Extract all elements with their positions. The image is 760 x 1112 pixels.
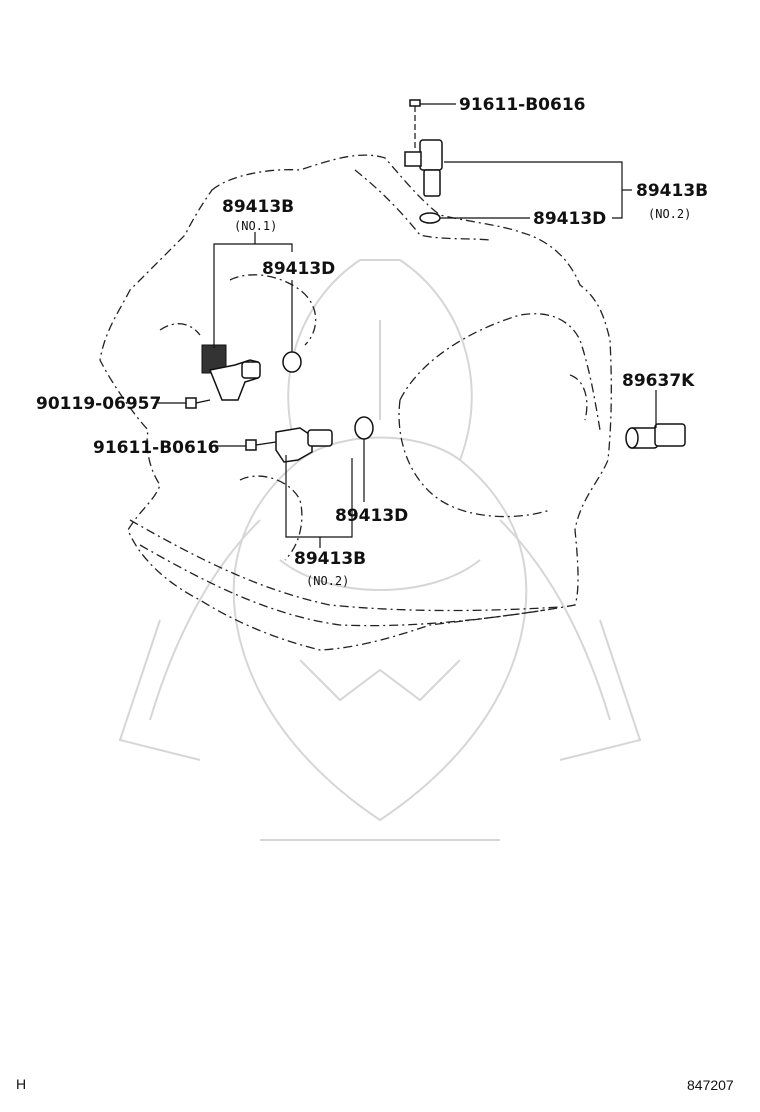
left-speed-sensor-no1 (201, 344, 302, 401)
label-left-oring: 89413D (262, 259, 335, 279)
label-mid-sensor: 89413B (294, 549, 366, 569)
label-mid-sensor-sub: (NO.2) (306, 574, 349, 588)
label-mid-bolt: 91611-B0616 (93, 438, 219, 458)
right-pressure-switch (625, 423, 686, 449)
left-bolt (185, 397, 211, 409)
label-top-sensor: 89413B (636, 181, 708, 201)
leader-lines (158, 103, 657, 548)
label-mid-oring: 89413D (335, 506, 408, 526)
label-right-switch: 89637K (622, 371, 695, 391)
label-top-bolt: 91611-B0616 (459, 95, 585, 115)
footer-left-mark: H (16, 1076, 26, 1092)
watermark-emblem (118, 259, 642, 841)
label-left-sensor: 89413B (222, 197, 294, 217)
label-left-sensor-sub: (NO.1) (234, 219, 277, 233)
label-top-oring: 89413D (533, 209, 606, 229)
label-left-bolt: 90119-06957 (36, 394, 161, 414)
label-top-sensor-sub: (NO.2) (648, 207, 691, 221)
part-labels: 91611-B0616 89413B (NO.2) 89413D 89413B … (36, 95, 708, 588)
footer: H 847207 (16, 1076, 734, 1093)
diagram-id: 847207 (687, 1077, 734, 1093)
top-speed-sensor (404, 99, 443, 224)
middle-speed-sensor-no2 (245, 416, 374, 463)
